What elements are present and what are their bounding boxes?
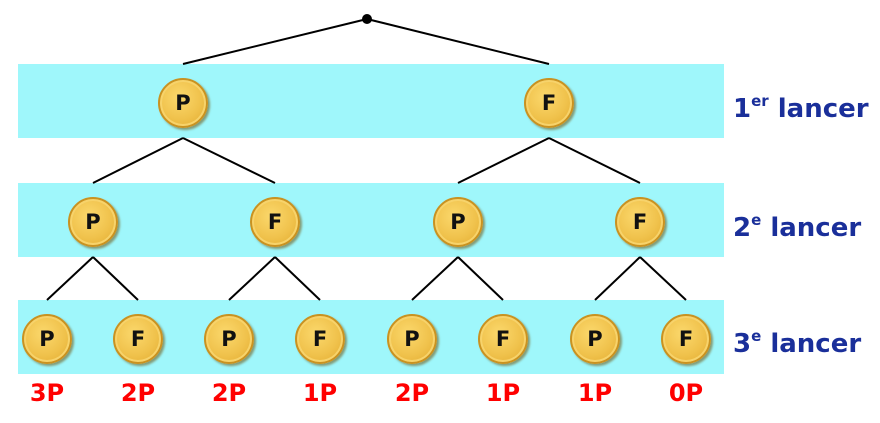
coin-face-label: F [267,210,283,234]
ordinal-suffix: er [751,92,769,110]
outcome-3: 2P [211,379,247,407]
band-second-toss [18,183,724,257]
toss-number: 3 [733,329,752,359]
outcome-1: 3P [29,379,65,407]
toss-number: 2 [733,213,752,243]
outcome-8: 0P [668,379,704,407]
edge-l2-1a [46,256,94,301]
coin-l3-6: F [478,314,528,364]
coin-face-label: P [221,327,237,351]
coin-l3-5: P [387,314,437,364]
coin-l2-3: P [433,197,483,247]
coin-l2-1: P [68,197,118,247]
band-first-toss [18,64,724,138]
coin-l3-4: F [295,314,345,364]
coin-l2-2: F [250,197,300,247]
edge-root-f [366,18,550,65]
outcome-6: 1P [485,379,521,407]
coin-face-label: F [130,327,146,351]
edge-l1-p-to-p [92,137,184,184]
coin-face-label: F [312,327,328,351]
coin-l2-4: F [615,197,665,247]
label-third-toss: 3e lancer [733,316,862,359]
coin-face-label: F [678,327,694,351]
coin-face-label: F [495,327,511,351]
root-node [362,14,372,24]
coin-face-label: P [450,210,466,234]
coin-l1-1: P [158,78,208,128]
toss-word: lancer [770,213,862,243]
edge-l1-f-to-p [457,137,550,184]
coin-l1-2: F [524,78,574,128]
edge-l1-p-to-f [182,137,276,184]
coin-l3-8: F [661,314,711,364]
outcome-5: 2P [394,379,430,407]
coin-l3-2: F [113,314,163,364]
label-first-toss: 1er lancer [733,81,869,124]
coin-l3-1: P [22,314,72,364]
toss-word: lancer [777,94,869,124]
coin-face-label: F [541,91,557,115]
toss-number: 1 [733,94,752,124]
coin-face-label: P [39,327,55,351]
edge-l2-2a [228,256,276,301]
edge-l2-3a [411,256,459,301]
edge-l2-4b [639,256,687,301]
edge-l2-2b [274,256,321,301]
coin-face-label: P [85,210,101,234]
coin-l3-3: P [204,314,254,364]
outcome-2: 2P [120,379,156,407]
edge-l1-f-to-f [548,137,641,184]
outcome-4: 1P [302,379,338,407]
coin-face-label: P [175,91,191,115]
edge-l2-3b [457,256,504,301]
coin-face-label: P [404,327,420,351]
coin-l3-7: P [570,314,620,364]
edge-l2-4a [594,256,641,301]
coin-face-label: P [587,327,603,351]
edge-l2-1b [92,256,139,301]
ordinal-suffix: e [751,211,762,229]
edge-root-p [182,18,368,65]
ordinal-suffix: e [751,327,762,345]
coin-face-label: F [632,210,648,234]
toss-word: lancer [770,329,862,359]
label-second-toss: 2e lancer [733,200,862,243]
outcome-7: 1P [577,379,613,407]
